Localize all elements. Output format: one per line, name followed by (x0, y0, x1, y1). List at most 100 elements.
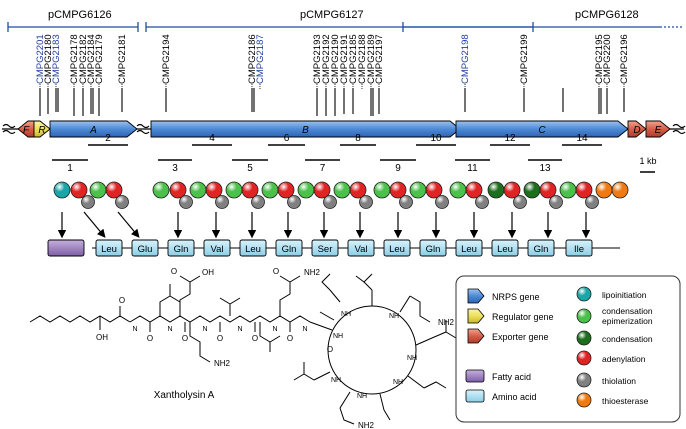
bond (279, 275, 291, 283)
legend-label: condensation (602, 306, 653, 316)
bond (407, 375, 425, 389)
amine-label: NH2 (214, 359, 231, 368)
adenylation-domain (70, 181, 88, 199)
bond (383, 409, 391, 421)
break-mark (672, 129, 686, 135)
bond (259, 322, 271, 352)
A-gene (49, 120, 138, 138)
break-mark (2, 129, 16, 135)
thiolation-domain (323, 195, 337, 209)
plasmid-label: pCMPG6126 (48, 9, 112, 21)
amide-label: N (167, 326, 172, 333)
adenylation-swatch (576, 350, 592, 366)
ring-amide-label: NH (331, 377, 341, 384)
C-gene-label: C (538, 125, 546, 136)
module-label: 3 (172, 163, 178, 174)
residue-block (275, 239, 303, 257)
fatty-acid-block (47, 239, 85, 257)
bond (363, 273, 373, 291)
adenylation-domain (425, 181, 443, 199)
residue-label: Leu (389, 244, 405, 255)
bond (179, 275, 201, 316)
carbonyl-label: O (147, 334, 153, 343)
condensation-domain (523, 181, 541, 199)
bond (399, 295, 411, 313)
mutant-label: CMPG2188 (357, 34, 368, 84)
module-label: 2 (105, 133, 111, 144)
thiolation-domain (215, 195, 229, 209)
regulator-gene-swatch (467, 308, 485, 324)
plasmid-label: pCMPG6127 (300, 9, 364, 21)
bond (219, 297, 231, 305)
adenylation-domain (389, 181, 407, 199)
thiolation-domain (585, 195, 599, 209)
bond (303, 362, 315, 381)
residue-block (239, 239, 267, 257)
residue-block (203, 239, 231, 257)
mutant-label: CMPG2200 (602, 34, 613, 84)
break-mark (2, 123, 16, 129)
thioesterase-domain (595, 181, 613, 199)
amide-label: N (202, 326, 207, 333)
residue-label: Gln (282, 244, 297, 255)
fatty-acid-swatch (465, 369, 485, 383)
residue-label: Leu (497, 244, 513, 255)
module-label: 9 (395, 163, 401, 174)
residue-block (131, 239, 159, 257)
domain-circles (53, 181, 629, 209)
module-label: 5 (247, 163, 253, 174)
condensation-epimerization-domain (189, 181, 207, 199)
module-label: 11 (467, 163, 478, 174)
R-gene-label: R (38, 125, 45, 136)
acid-oxygen: O (171, 267, 177, 276)
condensation-epimerization-domain (409, 181, 427, 199)
residue-block (565, 239, 593, 257)
legend-label: Regulator gene (492, 312, 554, 322)
bond (189, 322, 211, 363)
amide-label: N (237, 326, 242, 333)
residue-block (95, 239, 123, 257)
A-gene-label: A (89, 125, 97, 136)
mutant-label: CMPG2179 (94, 34, 105, 84)
bond (179, 275, 191, 283)
molecule-name: Xantholysin A (154, 390, 215, 401)
residue-label: Ser (318, 244, 333, 255)
break-mark (672, 123, 686, 129)
residue-block (527, 239, 555, 257)
bond (129, 315, 311, 323)
thioesterase-swatch (576, 392, 592, 408)
bond (229, 297, 241, 316)
legend-label: thioesterase (602, 396, 649, 406)
adenylation-domain (169, 181, 187, 199)
mutant-label: CMPG2181 (117, 34, 128, 84)
adenylation-domain (349, 181, 367, 199)
residue-label: Gln (174, 244, 189, 255)
amino-acid-swatch (465, 389, 485, 403)
condensation-swatch (576, 330, 592, 346)
module-label: 14 (576, 133, 588, 144)
break-mark (136, 123, 150, 129)
bond (293, 373, 305, 381)
mutant-label: CMPG2189 (366, 34, 377, 84)
thiolation-domain (115, 195, 129, 209)
ring-amide-label: NH (341, 311, 351, 318)
carbonyl-label: O (252, 334, 258, 343)
residue-block (491, 239, 519, 257)
module-label: 12 (504, 133, 516, 144)
adenylation-domain (277, 181, 295, 199)
amide-label: N (272, 326, 277, 333)
condensation-epimerization-domain (297, 181, 315, 199)
mutant-label: CMPG2201 (35, 34, 46, 84)
bond (409, 295, 431, 323)
mutant-label: CMPG2193 (312, 34, 323, 84)
legend-box (455, 275, 681, 423)
acid-label: OH (202, 268, 214, 277)
thiolation-domain (179, 195, 193, 209)
residue-label: Val (210, 244, 223, 255)
lipoinitiation-swatch (576, 286, 592, 302)
adenylation-domain (241, 181, 259, 199)
